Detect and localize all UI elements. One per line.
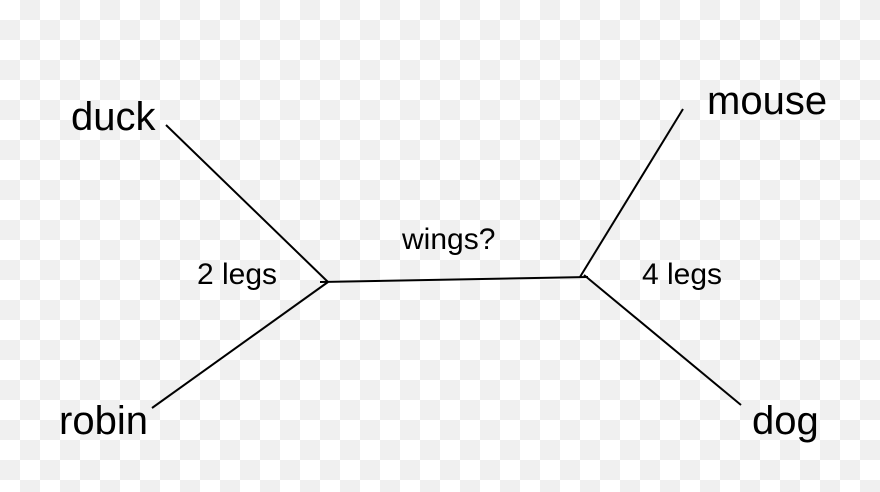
edge-label-wings: wings?	[402, 223, 496, 256]
branch-central	[319, 276, 589, 283]
branch-duck	[165, 124, 329, 283]
leaf-label-mouse: mouse	[707, 79, 828, 123]
branch-dog	[583, 274, 742, 406]
leaf-label-dog: dog	[752, 399, 819, 443]
branch-robin	[151, 281, 329, 409]
edge-label-4-legs: 4 legs	[642, 258, 723, 291]
edge-label-2-legs: 2 legs	[197, 258, 278, 291]
leaf-label-duck: duck	[71, 95, 156, 139]
leaf-label-robin: robin	[59, 399, 148, 443]
branch-mouse	[579, 108, 684, 278]
